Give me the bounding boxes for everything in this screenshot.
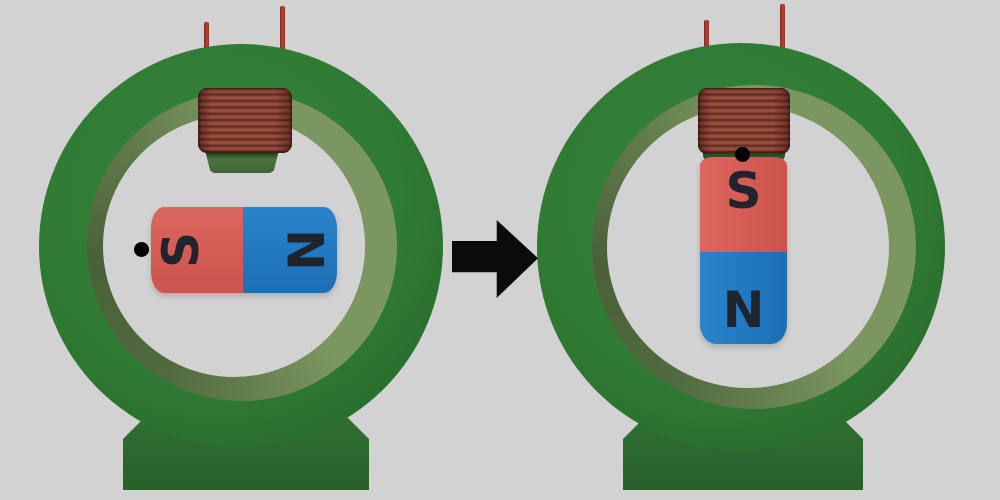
transition-arrow-icon <box>452 220 538 298</box>
pivot-dot <box>735 147 750 162</box>
coil-lead-left <box>204 22 209 58</box>
coil-lead-left <box>704 20 709 58</box>
pivot-dot <box>134 242 149 257</box>
coil-lead-right <box>280 6 285 58</box>
electromagnet-coil <box>698 88 790 154</box>
south-pole-label: S <box>725 162 762 221</box>
north-pole: N <box>700 251 787 344</box>
bar-magnet-vertical: S N <box>700 157 787 344</box>
coil-core-foot <box>205 150 279 173</box>
coil-lead-right <box>780 4 785 58</box>
south-pole-label: S <box>151 231 210 269</box>
south-pole: S <box>151 207 243 293</box>
bar-magnet-horizontal: S N <box>151 207 337 293</box>
north-pole: N <box>243 207 337 293</box>
electromagnet-coil <box>198 88 292 153</box>
north-pole-label: N <box>277 229 336 271</box>
south-pole: S <box>700 157 787 252</box>
north-pole-label: N <box>722 280 765 339</box>
